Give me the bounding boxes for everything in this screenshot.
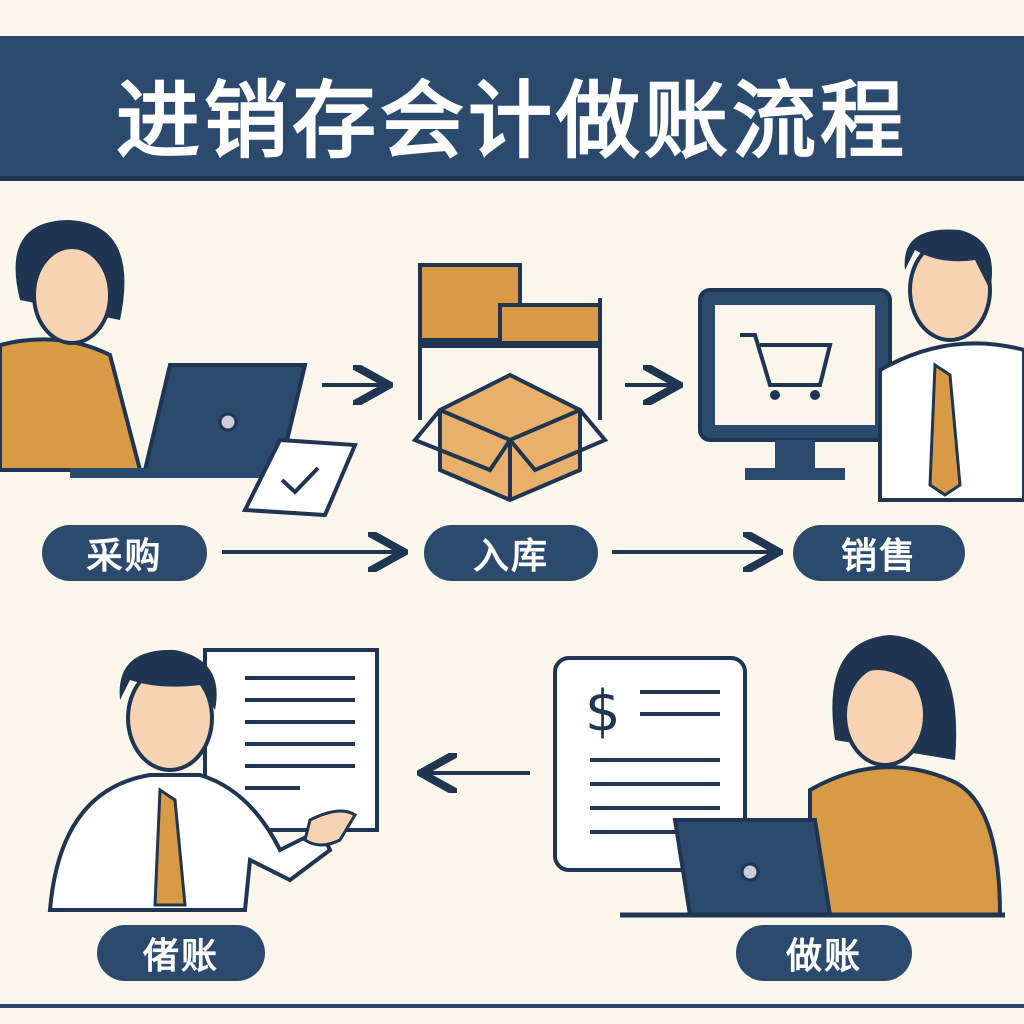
purchaser-illustration xyxy=(0,220,358,518)
page-title: 进销存会计做账流程 xyxy=(115,72,908,170)
bottom-divider xyxy=(0,1004,1024,1008)
sales-illustration xyxy=(698,229,1024,502)
step-stock-in: 入库 xyxy=(424,525,598,581)
step-bookkeeping: 做账 xyxy=(736,925,912,981)
step-purchase: 采购 xyxy=(42,525,207,581)
warehouse-illustration xyxy=(411,263,609,503)
ledger-illustration xyxy=(47,648,379,912)
step-sales: 销售 xyxy=(793,525,965,581)
title-banner: 进销存会计做账流程 xyxy=(0,36,1024,181)
step-ledger: 偖账 xyxy=(97,925,265,981)
dollar-icon: $ xyxy=(585,679,621,744)
bookkeeper-illustration: $ xyxy=(553,635,1005,918)
